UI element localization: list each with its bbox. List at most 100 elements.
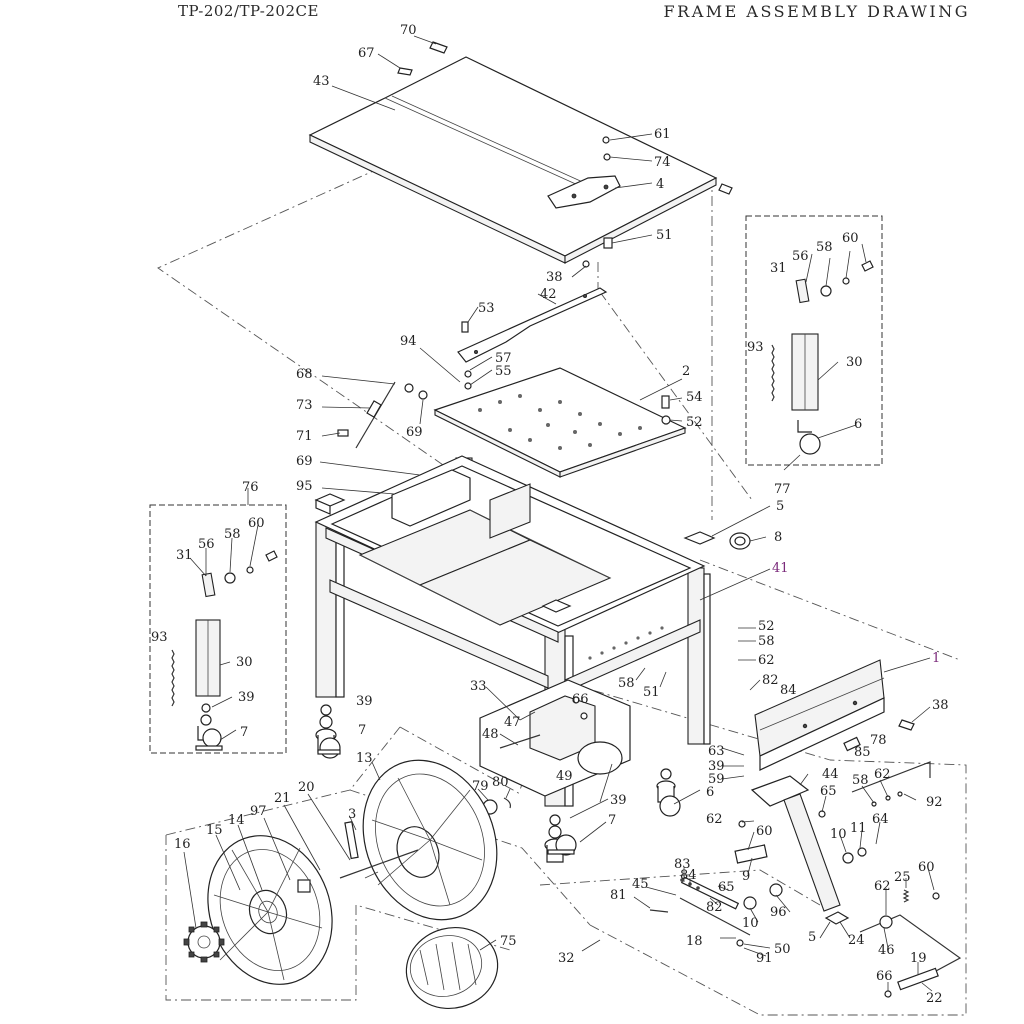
drawing-title: FRAME ASSEMBLY DRAWING — [663, 2, 970, 21]
front-plate-1 — [754, 659, 915, 771]
label-84b: 84 — [680, 868, 697, 883]
label-41: 41 — [772, 561, 789, 576]
label-70: 70 — [400, 23, 417, 38]
label-58a: 58 — [758, 634, 775, 649]
label-left-56: 56 — [198, 537, 215, 552]
label-20: 20 — [298, 780, 315, 795]
label-75: 75 — [500, 934, 517, 949]
label-78: 78 — [870, 733, 887, 748]
label-67: 67 — [358, 46, 375, 61]
label-42: 42 — [540, 287, 557, 302]
label-2: 2 — [682, 364, 690, 379]
label-74: 74 — [654, 155, 671, 170]
label-83: 83 — [674, 857, 691, 872]
label-66: 66 — [572, 692, 589, 707]
label-10b: 10 — [742, 916, 759, 931]
label-62a: 62 — [758, 653, 775, 668]
label-48: 48 — [482, 727, 499, 742]
wheel-14 — [207, 835, 333, 985]
label-82b: 82 — [706, 900, 723, 915]
label-96: 96 — [770, 905, 787, 920]
label-38: 38 — [546, 270, 563, 285]
label-39b: 39 — [708, 759, 725, 774]
label-7: 7 — [358, 723, 366, 738]
label-13: 13 — [356, 751, 373, 766]
label-3: 3 — [348, 807, 356, 822]
label-50: 50 — [774, 942, 791, 957]
label-66b: 66 — [876, 969, 893, 984]
label-32: 32 — [558, 951, 575, 966]
label-71: 71 — [296, 429, 313, 444]
part-number-labels: 70 67 43 61 74 4 51 38 53 42 57 55 94 68… — [151, 23, 949, 1006]
label-91: 91 — [756, 951, 773, 966]
label-left-58: 58 — [224, 527, 241, 542]
label-60a: 60 — [756, 824, 773, 839]
label-55: 55 — [495, 364, 512, 379]
label-left-60: 60 — [248, 516, 265, 531]
label-79: 79 — [472, 779, 489, 794]
label-57: 57 — [495, 351, 512, 366]
label-right-93: 93 — [747, 340, 764, 355]
label-77: 77 — [774, 482, 791, 497]
label-4: 4 — [656, 177, 664, 192]
axle-3 — [339, 821, 419, 879]
label-19: 19 — [910, 951, 927, 966]
caster-bracket-detail-right — [745, 215, 883, 466]
label-49: 49 — [556, 769, 573, 784]
label-6: 6 — [706, 785, 714, 800]
bracket-42 — [457, 287, 608, 390]
label-65b: 65 — [718, 880, 735, 895]
label-62d: 62 — [874, 879, 891, 894]
label-25: 25 — [894, 870, 911, 885]
label-69b: 69 — [296, 454, 313, 469]
handle-assembly-44 — [649, 761, 962, 998]
label-11: 11 — [850, 821, 867, 836]
label-58b: 58 — [618, 676, 635, 691]
label-14: 14 — [228, 813, 245, 828]
label-97: 97 — [250, 804, 267, 819]
label-1: 1 — [932, 651, 940, 666]
table-top-43 — [308, 41, 733, 268]
leader-lines — [183, 35, 935, 992]
link-rod-73 — [337, 381, 428, 449]
label-58c: 58 — [852, 773, 869, 788]
label-15: 15 — [206, 823, 223, 838]
label-59: 59 — [708, 772, 725, 787]
label-85: 85 — [854, 745, 871, 760]
label-62b: 62 — [874, 767, 891, 782]
label-68: 68 — [296, 367, 313, 382]
label-65a: 65 — [820, 784, 837, 799]
label-left-39: 39 — [238, 690, 255, 705]
model-number: TP-202/TP-202CE — [178, 2, 319, 20]
label-53: 53 — [478, 301, 495, 316]
label-80: 80 — [492, 775, 509, 790]
label-33: 33 — [470, 679, 487, 694]
bracket-33 — [479, 679, 631, 815]
sprocket-16 — [183, 921, 225, 963]
wheel-13 — [362, 759, 498, 921]
label-8: 8 — [774, 530, 782, 545]
label-left-7: 7 — [240, 725, 248, 740]
caster-bracket-detail-left — [149, 504, 287, 754]
label-39: 39 — [356, 694, 373, 709]
label-18: 18 — [686, 934, 703, 949]
label-94: 94 — [400, 334, 417, 349]
label-44: 44 — [822, 767, 839, 782]
label-84: 84 — [780, 683, 797, 698]
roller-75 — [405, 926, 499, 1010]
label-21: 21 — [274, 791, 291, 806]
mounting-plate-2 — [433, 367, 687, 478]
label-60b: 60 — [918, 860, 935, 875]
label-46: 46 — [878, 943, 895, 958]
label-22: 22 — [926, 991, 943, 1006]
label-45: 45 — [632, 877, 649, 892]
label-64: 64 — [872, 812, 889, 827]
label-right-31: 31 — [770, 261, 787, 276]
label-95: 95 — [296, 479, 313, 494]
label-54: 54 — [686, 390, 703, 405]
label-81: 81 — [610, 888, 627, 903]
label-left-30: 30 — [236, 655, 253, 670]
label-24: 24 — [848, 933, 865, 948]
label-47: 47 — [504, 715, 521, 730]
